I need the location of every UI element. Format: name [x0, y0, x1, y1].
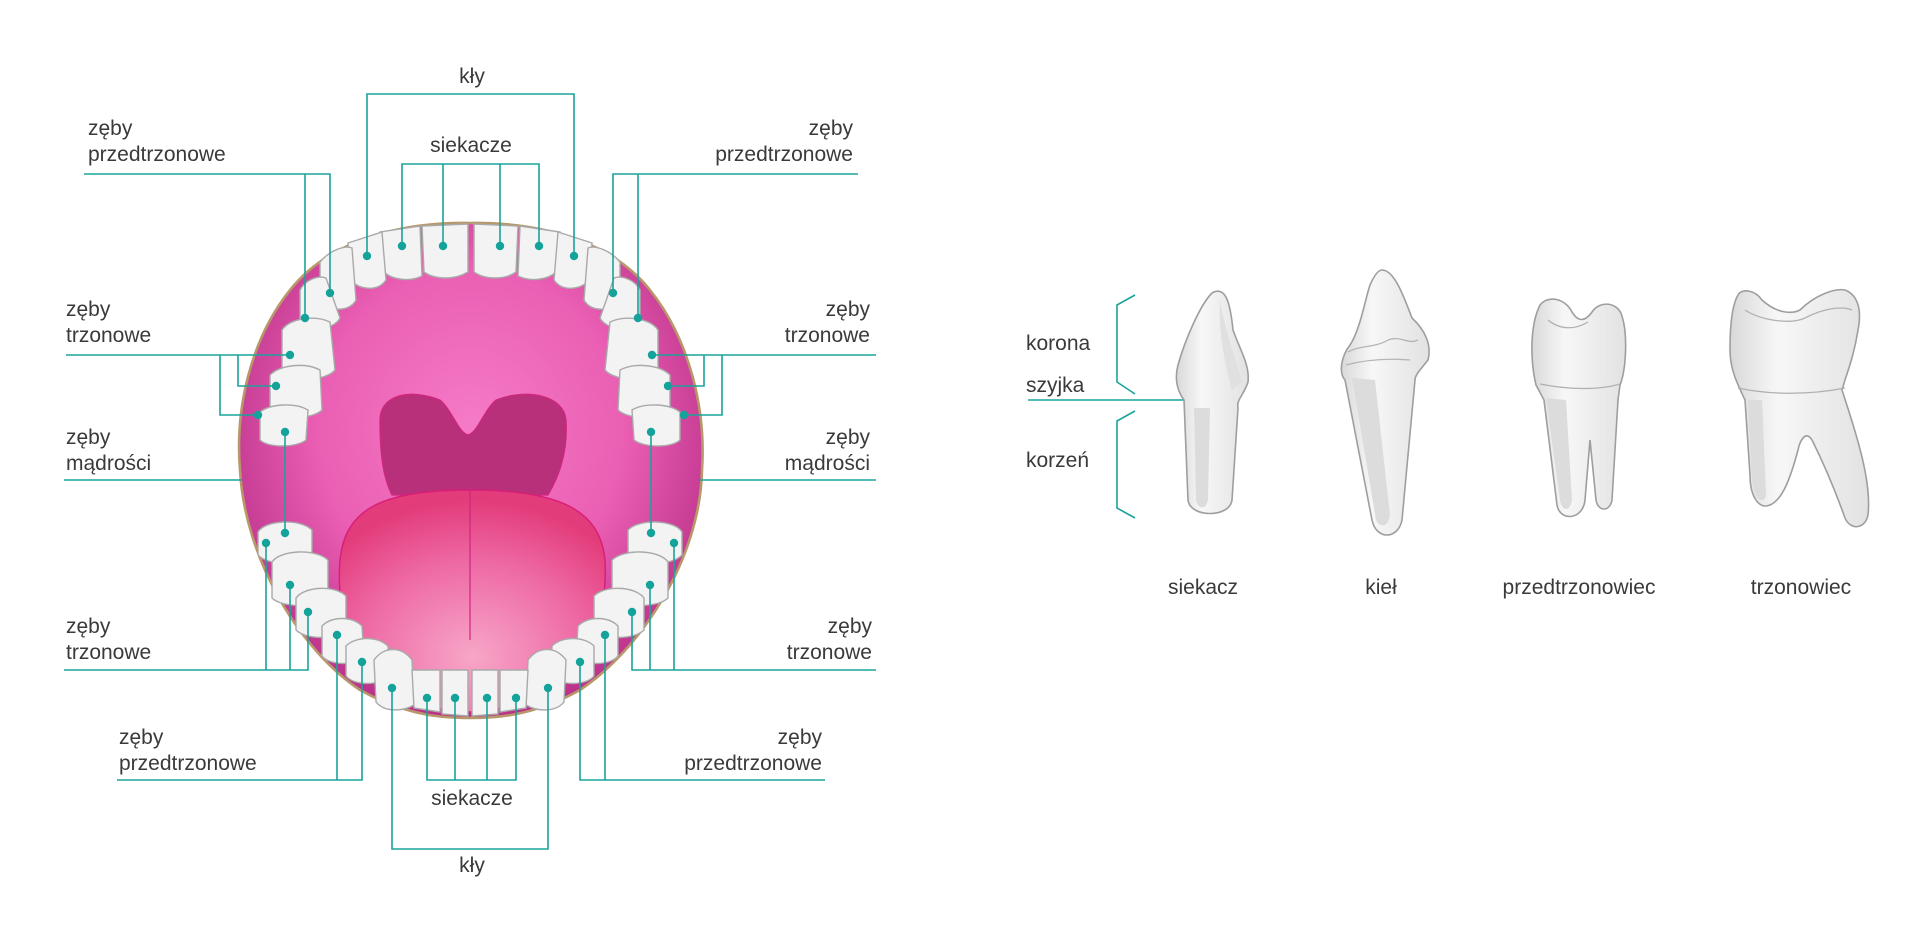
mouth-leader-lines [64, 93, 876, 850]
label-canine: kieł [1365, 576, 1397, 599]
label-bottom-left-molars-2: trzonowe [66, 641, 151, 664]
molar-illustration [1729, 288, 1870, 528]
label-top-canines: kły [459, 65, 485, 88]
label-bottom-left-premolars-1: zęby [119, 726, 164, 749]
crown-bracket [1116, 294, 1136, 395]
label-bottom-right-premolars-2: przedtrzonowe [684, 752, 822, 775]
lower-incisor [411, 669, 441, 713]
label-top-right-premolars-1: zęby [809, 117, 854, 140]
upper-incisor [473, 223, 519, 279]
label-neck: szyjka [1026, 374, 1085, 397]
lower-incisor [499, 669, 529, 713]
label-top-left-molars-2: trzonowe [66, 324, 151, 347]
label-root: korzeń [1026, 449, 1089, 472]
mouth-labels: kły siekacze zęby przedtrzonowe zęby prz… [66, 65, 872, 877]
mouth-illustration [237, 221, 704, 720]
label-right-wisdom-2: mądrości [785, 452, 870, 475]
upper-teeth [259, 223, 681, 447]
label-premolar: przedtrzonowiec [1503, 576, 1656, 599]
incisor-illustration [1175, 290, 1250, 515]
upper-wisdom [259, 404, 309, 447]
label-bottom-right-molars-1: zęby [828, 615, 873, 638]
label-top-left-molars-1: zęby [66, 298, 111, 321]
label-bottom-left-molars-1: zęby [66, 615, 111, 638]
label-top-incisors: siekacze [430, 134, 512, 157]
upper-wisdom [631, 404, 681, 447]
label-right-wisdom-1: zęby [826, 426, 871, 449]
mouth-dots [253, 241, 689, 703]
label-molar: trzonowiec [1751, 576, 1851, 599]
lower-teeth [257, 521, 683, 717]
canine-illustration [1340, 269, 1430, 536]
tooth-anatomy: korona szyjka korzeń [1026, 269, 1870, 599]
label-bottom-left-premolars-2: przedtrzonowe [119, 752, 257, 775]
label-crown: korona [1026, 332, 1091, 355]
premolar-illustration [1531, 298, 1627, 518]
label-top-right-molars-1: zęby [826, 298, 871, 321]
label-top-right-premolars-2: przedtrzonowe [715, 143, 853, 166]
label-incisor: siekacz [1168, 576, 1238, 599]
label-top-left-premolars-1: zęby [88, 117, 133, 140]
label-top-left-premolars-2: przedtrzonowe [88, 143, 226, 166]
label-bottom-right-molars-2: trzonowe [787, 641, 872, 664]
upper-incisor [379, 225, 423, 281]
root-bracket [1116, 410, 1136, 519]
lower-incisor [471, 669, 499, 717]
lower-incisor [441, 669, 469, 717]
label-left-wisdom-1: zęby [66, 426, 111, 449]
label-bottom-incisors: siekacze [431, 787, 513, 810]
lower-canine [373, 648, 415, 711]
upper-incisor [421, 223, 469, 279]
lower-canine [525, 648, 567, 711]
label-bottom-right-premolars-1: zęby [778, 726, 823, 749]
label-top-right-molars-2: trzonowe [785, 324, 870, 347]
label-left-wisdom-2: mądrości [66, 452, 151, 475]
label-bottom-canines: kły [459, 854, 485, 877]
